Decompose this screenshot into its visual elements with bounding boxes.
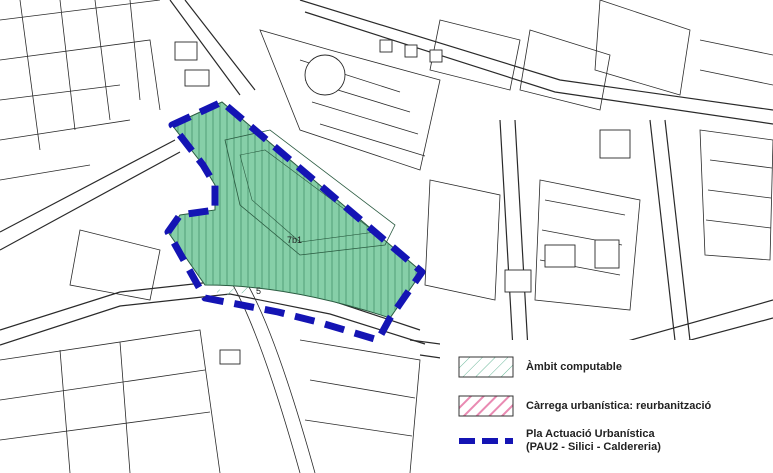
pau2-boundary bbox=[164, 98, 426, 344]
legend-label: Àmbit computable bbox=[526, 360, 622, 373]
zone-label-5: 5 bbox=[256, 286, 261, 296]
hatched-green-swatch-icon bbox=[458, 356, 514, 378]
legend-label-line2: (PAU2 - Silici - Caldereria) bbox=[526, 441, 661, 453]
blue-dashed-line-icon bbox=[459, 438, 513, 444]
zone-label-7b1: 7b1 bbox=[287, 235, 302, 245]
zone-7b1 bbox=[167, 101, 423, 319]
legend-label-line1: Pla Actuació Urbanística bbox=[526, 428, 655, 440]
hatched-pink-swatch-icon bbox=[458, 395, 514, 417]
legend-label-pau: Pla Actuació Urbanística (PAU2 - Silici … bbox=[526, 428, 661, 454]
legend-item-carrega: Càrrega urbanística: reurbanització bbox=[440, 395, 711, 417]
legend: Àmbit computable Càrrega urbanística: re… bbox=[440, 340, 773, 473]
legend-label: Càrrega urbanística: reurbanització bbox=[526, 399, 712, 412]
legend-item-ambit: Àmbit computable bbox=[440, 356, 622, 378]
background-buildings bbox=[174, 39, 631, 365]
legend-item-pau: Pla Actuació Urbanística (PAU2 - Silici … bbox=[440, 428, 661, 454]
